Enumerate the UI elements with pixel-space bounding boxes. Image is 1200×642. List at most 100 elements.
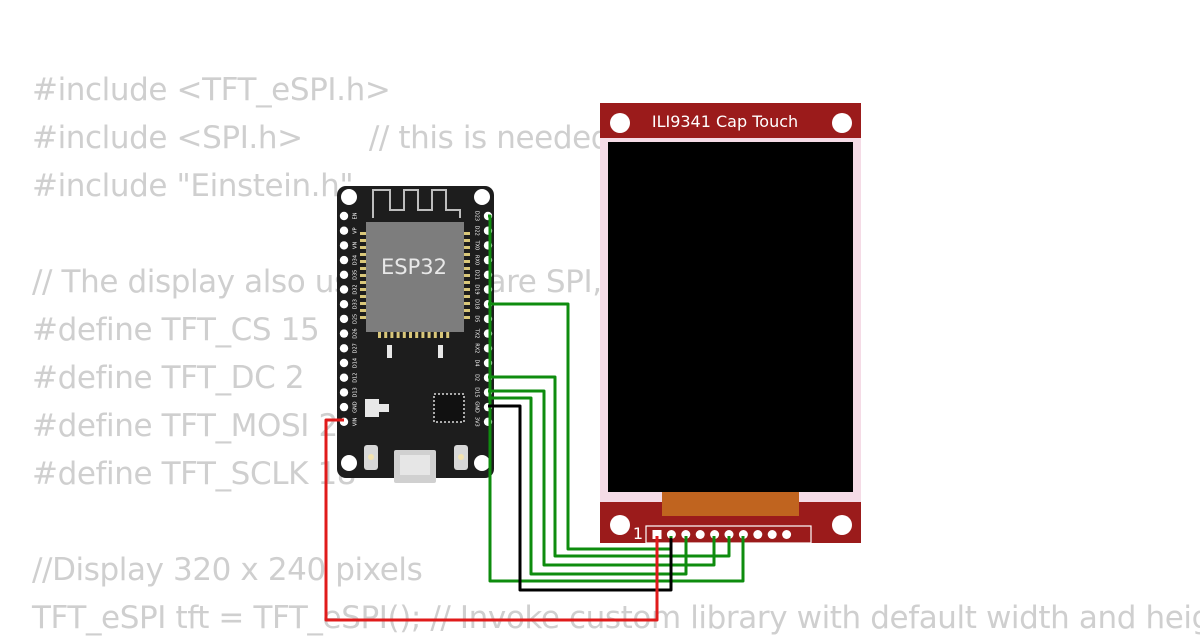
- wifi-antenna-trace: [372, 189, 461, 218]
- esp32-chip-label: ESP32: [381, 255, 447, 279]
- esp32-pin-label: VN: [353, 242, 359, 249]
- esp32-pin-left[interactable]: [339, 285, 349, 294]
- esp32-pin-left[interactable]: [339, 255, 349, 265]
- display-title: ILI9341 Cap Touch: [652, 112, 798, 131]
- esp32-pin-label: GND: [353, 401, 359, 413]
- display-screen: [608, 142, 853, 492]
- esp32-pin-label: D22: [474, 226, 480, 236]
- module-pad: [360, 246, 366, 249]
- esp32-pin-left[interactable]: [339, 270, 349, 279]
- esp32-pin-label: D33: [353, 299, 359, 309]
- esp32-pin-left[interactable]: [339, 226, 349, 235]
- module-pad: [464, 288, 470, 291]
- display-flex-cable: [662, 492, 799, 516]
- module-pad: [360, 232, 366, 235]
- mount-hole-bottom-right: [832, 515, 852, 535]
- esp32-pin-label: D4: [474, 359, 480, 366]
- display-pin[interactable]: [681, 530, 691, 539]
- board-hole-bottom-right: [474, 455, 490, 471]
- smd-led-right: [438, 345, 443, 358]
- esp32-pin-label: 3V3: [474, 417, 480, 427]
- module-pad: [464, 246, 470, 249]
- display-pin[interactable]: [724, 530, 734, 539]
- esp32-pin-label: TX2: [474, 328, 480, 339]
- voltage-regulator-tab: [379, 404, 389, 412]
- module-pad: [433, 332, 437, 338]
- module-pad: [464, 274, 470, 277]
- esp32-pin-label: RX2: [474, 343, 480, 353]
- esp32-pin-left[interactable]: [339, 402, 349, 412]
- code-line: #define TFT_SCLK 18: [32, 456, 357, 492]
- esp32-devkit[interactable]: ESP32 ENVPVND34D35D32D33D25D26D27D14D12D…: [337, 186, 494, 483]
- esp32-module-shield: [366, 222, 464, 332]
- module-pad: [464, 267, 470, 270]
- display-pin[interactable]: [767, 530, 777, 539]
- display-pin[interactable]: [782, 530, 792, 539]
- esp32-pin-label: D5: [474, 315, 480, 322]
- esp32-pin-label: D18: [474, 299, 480, 309]
- module-pad: [464, 260, 470, 263]
- mount-hole-top-right: [832, 113, 852, 133]
- esp32-pin-left[interactable]: [339, 211, 349, 221]
- code-line: #define TFT_DC 2: [32, 360, 305, 396]
- esp32-pin-label: VP: [353, 227, 359, 233]
- module-pad: [464, 232, 470, 235]
- voltage-regulator: [365, 399, 379, 417]
- module-pad: [402, 332, 406, 338]
- esp32-pin-left[interactable]: [339, 373, 349, 382]
- module-pad: [360, 316, 366, 319]
- esp32-pin-left[interactable]: [339, 241, 349, 250]
- display-header-pins: [652, 530, 792, 539]
- wire-cs[interactable]: [488, 396, 688, 576]
- esp32-pin-label: D26: [353, 328, 359, 338]
- display-pin[interactable]: [666, 530, 676, 539]
- module-pad: [427, 332, 431, 338]
- module-pad: [440, 332, 443, 338]
- wire-mosi[interactable]: [488, 375, 731, 558]
- esp32-pin-left[interactable]: [339, 300, 349, 309]
- board-hole-bottom-left: [341, 455, 357, 471]
- esp32-pin-label: D19: [474, 284, 480, 294]
- display-pin[interactable]: [710, 530, 720, 539]
- micro-usb-opening: [400, 455, 430, 475]
- module-pad: [360, 253, 366, 256]
- esp32-pin-left[interactable]: [339, 344, 349, 353]
- esp32-pin-left[interactable]: [339, 329, 349, 338]
- code-line: #include "Einstein.h": [32, 168, 354, 204]
- module-pad: [390, 332, 394, 338]
- wire-d23[interactable]: [488, 214, 745, 583]
- wire-dc[interactable]: [488, 389, 716, 567]
- wire-gnd[interactable]: [488, 404, 673, 592]
- module-pad: [378, 332, 381, 338]
- module-pad: [464, 295, 470, 298]
- esp32-pin-label: VIN: [353, 417, 359, 426]
- esp32-pin-left[interactable]: [339, 388, 349, 397]
- module-pad: [464, 316, 470, 319]
- module-pad: [360, 260, 366, 263]
- esp32-pin-left[interactable]: [339, 358, 349, 368]
- module-pad: [446, 332, 450, 338]
- module-pad: [360, 295, 366, 298]
- display-pin[interactable]: [695, 530, 705, 539]
- module-pad: [415, 332, 419, 338]
- display-pin[interactable]: [652, 530, 662, 539]
- module-pad: [421, 332, 425, 338]
- module-pad: [360, 309, 366, 312]
- ili9341-display[interactable]: ILI9341 Cap Touch 1: [600, 103, 861, 544]
- module-pad: [464, 253, 470, 256]
- code-line: #define TFT_CS 15: [32, 312, 320, 348]
- esp32-pin-label: D25: [353, 314, 359, 324]
- esp32-pin-left[interactable]: [339, 314, 349, 324]
- display-pin[interactable]: [753, 530, 763, 539]
- code-line: //Display 320 x 240 pixels: [32, 552, 423, 588]
- display-pin[interactable]: [738, 530, 748, 539]
- usb-uart-chip: [433, 393, 465, 423]
- module-pads: [360, 232, 470, 338]
- module-pad: [464, 302, 470, 305]
- wire-vcc[interactable]: [324, 418, 659, 622]
- esp32-pin-label: GND: [474, 401, 480, 413]
- esp32-pin-label: D14: [353, 358, 359, 368]
- module-pad: [396, 332, 400, 338]
- wires: [324, 214, 745, 622]
- board-hole-top-left: [341, 189, 357, 205]
